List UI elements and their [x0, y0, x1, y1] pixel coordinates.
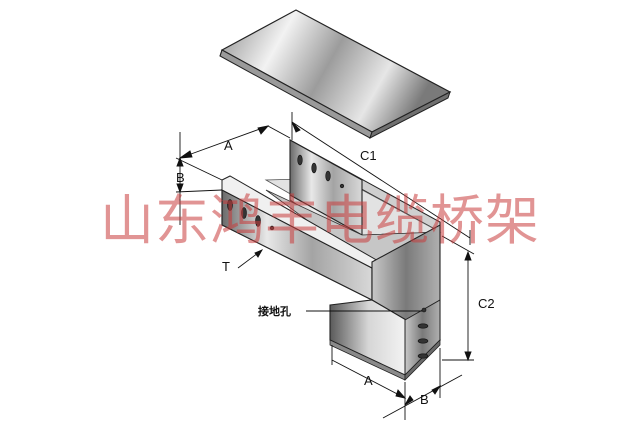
ground-hole-mark — [421, 307, 427, 313]
dim-label-b-bottom: B — [420, 392, 429, 407]
dim-label-a-bottom: A — [364, 373, 373, 388]
tray-cover — [219, 9, 452, 140]
horizontal-tray — [221, 139, 442, 301]
near-wall-slots — [227, 199, 275, 231]
dim-label-b-left: B — [176, 170, 185, 185]
dim-label-a-top: A — [224, 138, 233, 153]
ground-hole-label: 接地孔 — [258, 304, 291, 318]
far-wall-slots — [297, 154, 345, 189]
vertical-slots — [417, 307, 429, 359]
dim-label-c1: C1 — [360, 148, 377, 163]
dim-label-t: T — [222, 259, 230, 274]
dimension-lines — [175, 112, 475, 420]
dim-label-c2: C2 — [478, 296, 495, 311]
